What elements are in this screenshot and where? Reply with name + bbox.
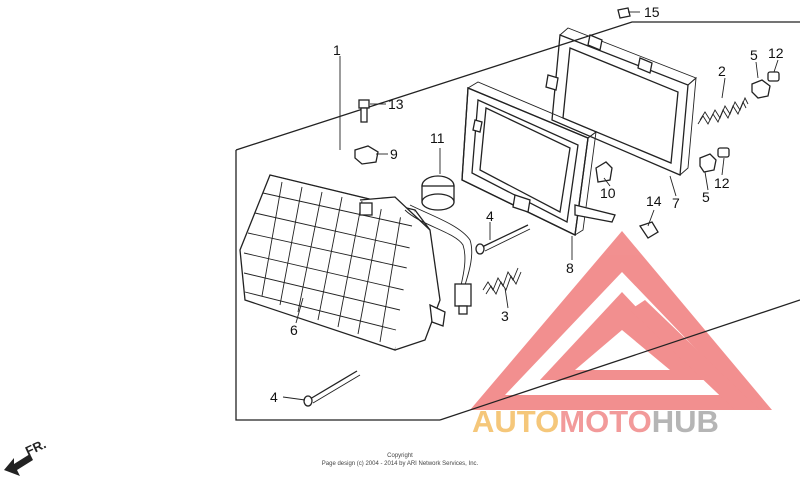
watermark-text: AUTOMOTOHUB (472, 404, 719, 439)
callout-9: 9 (390, 146, 398, 162)
frame-left-edge (235, 150, 440, 421)
headlight-rim-part (545, 27, 697, 176)
callout-4-upper: 4 (486, 208, 494, 224)
headlight-lens-part (239, 174, 446, 351)
callout-8: 8 (566, 260, 574, 276)
adjusting-screw-lower-part (303, 370, 361, 407)
callout-1: 1 (333, 42, 341, 58)
callout-13: 13 (388, 96, 404, 112)
clip-10-part (595, 161, 613, 183)
front-label: FR. (23, 436, 48, 458)
callout-3: 3 (501, 308, 509, 324)
watermark-auto: AUTO (472, 404, 559, 439)
front-direction-arrow-icon (4, 454, 33, 476)
callout-11: 11 (430, 130, 445, 146)
headlight-case-part (461, 81, 616, 236)
frame-bottom-edge (439, 299, 800, 421)
callout-14: 14 (646, 193, 662, 209)
adjuster-spring-3-part (482, 267, 522, 295)
grommet-12-upper (767, 71, 780, 82)
screw-14-part (638, 221, 659, 239)
watermark-moto: MOTO (559, 404, 651, 439)
footer-copyright-heading: Copyright (387, 453, 413, 459)
callout-4-lower: 4 (270, 389, 278, 405)
callout-12-lower: 12 (714, 175, 730, 191)
leader-lines (282, 11, 779, 401)
hex-nut-5-lower (699, 153, 717, 173)
callout-5-lower: 5 (702, 189, 710, 205)
grommet-12-lower (717, 147, 730, 158)
hex-nut-5-upper (751, 79, 771, 99)
callout-15: 15 (644, 4, 660, 20)
callout-12-upper: 12 (768, 45, 784, 61)
callout-2: 2 (718, 63, 726, 79)
callout-10: 10 (600, 185, 616, 201)
callout-5-upper: 5 (750, 47, 758, 63)
adjuster-spring-2-part (697, 96, 749, 125)
footer-copyright-text: Page design (c) 2004 - 2014 by ARI Netwo… (322, 461, 479, 467)
clip-nut-9-part (354, 145, 379, 165)
bulb-socket-part (404, 175, 473, 315)
screw-15-part (617, 7, 631, 19)
adjusting-screw-upper-part (475, 224, 531, 255)
callout-7: 7 (672, 195, 680, 211)
watermark-hub: HUB (652, 404, 719, 439)
bolt-13-part (358, 99, 370, 123)
watermark-triangle-logo (470, 231, 772, 410)
callout-6: 6 (290, 322, 298, 338)
